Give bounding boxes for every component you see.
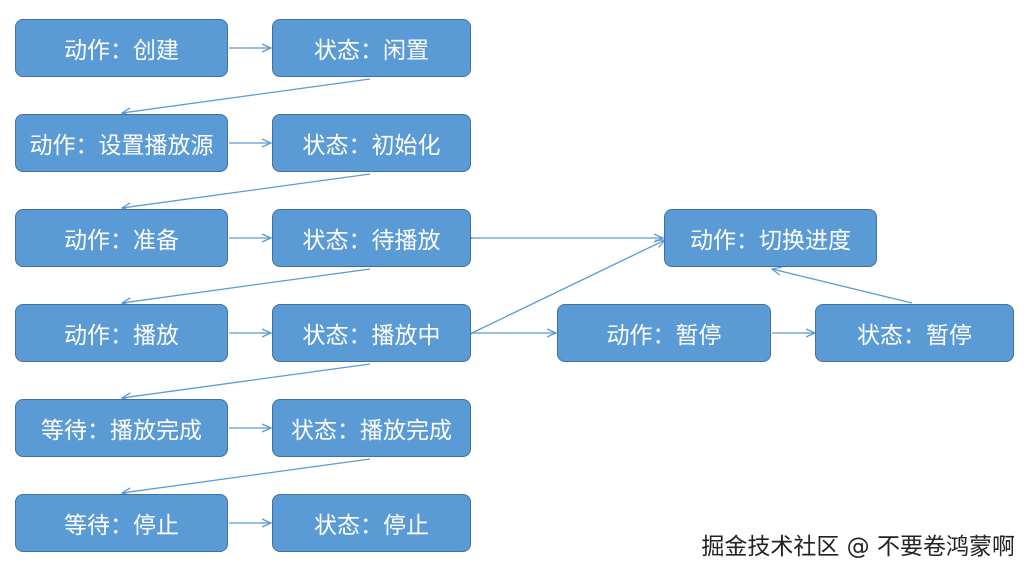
- node-action-prepare: 动作：准备: [15, 209, 228, 267]
- node-state-playing: 状态：播放中: [272, 304, 471, 362]
- node-wait-complete: 等待：播放完成: [15, 399, 228, 457]
- node-action-play: 动作：播放: [15, 304, 228, 362]
- watermark-text: 掘金技术社区 @ 不要卷鸿蒙啊: [701, 534, 1015, 560]
- arrow-playing-to-wait-complete: [122, 363, 371, 398]
- node-action-pause: 动作：暂停: [557, 304, 771, 362]
- arrow-ready-to-play: [122, 268, 371, 303]
- node-wait-stop: 等待：停止: [15, 494, 228, 552]
- arrow-paused-to-seek: [772, 269, 913, 304]
- arrow-completed-to-wait-stop: [122, 458, 371, 493]
- node-action-set-source: 动作：设置播放源: [15, 114, 228, 172]
- node-action-create: 动作：创建: [15, 19, 228, 77]
- node-state-completed: 状态：播放完成: [272, 399, 471, 457]
- node-action-seek: 动作：切换进度: [664, 209, 877, 267]
- node-state-idle: 状态：闲置: [272, 19, 471, 77]
- arrow-initialized-to-prepare: [122, 173, 371, 208]
- node-state-paused: 状态：暂停: [815, 304, 1014, 362]
- node-state-stopped: 状态：停止: [272, 494, 471, 552]
- node-state-initialized: 状态：初始化: [272, 114, 471, 172]
- arrow-playing-seek-bidirectional: [472, 240, 665, 333]
- arrow-idle-to-set-source: [122, 78, 371, 113]
- node-state-ready: 状态：待播放: [272, 209, 471, 267]
